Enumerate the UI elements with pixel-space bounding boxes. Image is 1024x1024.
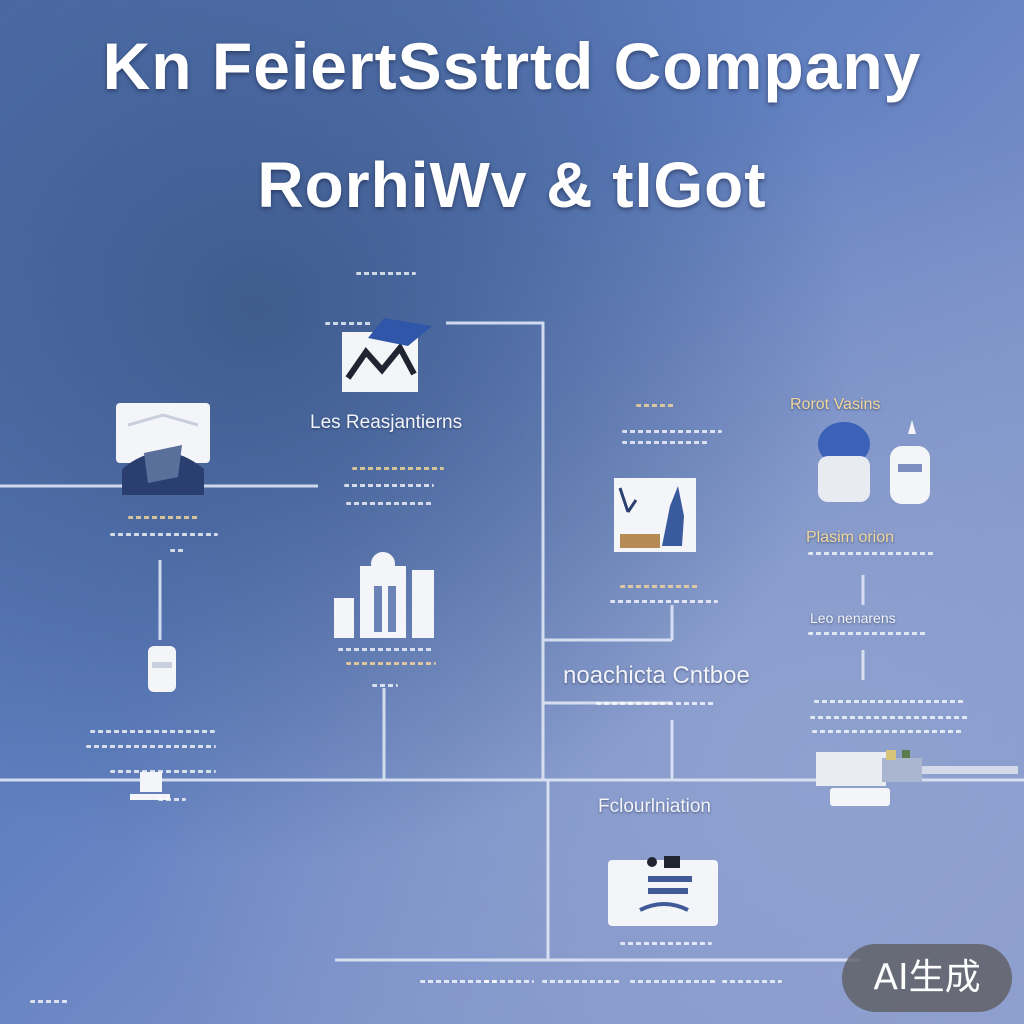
scribble-text: [610, 600, 718, 603]
scribble-text: [352, 467, 444, 470]
document-icon: [116, 403, 210, 495]
scribble-text: [810, 716, 970, 719]
scribble-text: [86, 745, 216, 748]
node-label-left: Les Reasjantierns: [310, 412, 463, 433]
frame-icon: [614, 478, 696, 552]
node-label-center: noachicta Cntboe: [563, 662, 750, 689]
scribble-text: [372, 684, 398, 687]
footer-text: [542, 980, 622, 983]
user-icon: [148, 646, 176, 692]
scribble-text: [170, 549, 184, 552]
node-label-bottom: Fclourlniation: [598, 796, 711, 817]
scribble-text: [110, 533, 218, 536]
scribble-text: [622, 441, 708, 444]
footer-text: [722, 980, 782, 983]
document-stack-icon: [608, 856, 718, 926]
footer-text: [420, 980, 496, 983]
scribble-text: [620, 585, 698, 588]
scribble-text: [346, 662, 436, 665]
scribble-text: [338, 648, 434, 651]
building-icon: [334, 552, 434, 638]
scribble-text: [814, 700, 964, 703]
footer-text: [484, 980, 534, 983]
footer-text: [630, 980, 716, 983]
scribble-text: [356, 272, 416, 275]
node-label-right-sub: Leo nenarens: [810, 610, 896, 626]
scribble-text: [622, 430, 722, 433]
monitor-icon: [130, 772, 170, 800]
ai-generated-badge: AI生成: [842, 944, 1012, 1012]
scribble-text: [812, 730, 962, 733]
scribble-text: [596, 702, 716, 705]
scribble-text: [808, 632, 928, 635]
node-label-top-right: Rorot Vasins: [790, 396, 881, 413]
footer-text: [30, 1000, 68, 1003]
chart-icon: [342, 318, 432, 392]
machine-icon: [816, 750, 1018, 806]
scribble-text: [346, 502, 432, 505]
scribble-text: [636, 404, 676, 407]
scribble-text: [110, 770, 216, 773]
page-title: Kn FeiertSstrtd Company: [102, 29, 922, 103]
scribble-text: [620, 942, 712, 945]
scribble-text: [90, 730, 215, 733]
node-label-right-mid: Plasim orion: [806, 529, 895, 546]
scribble-text: [128, 516, 200, 519]
scribble-text: [344, 484, 434, 487]
scribble-text: [325, 322, 373, 325]
people-icon: [818, 420, 930, 504]
scribble-text: [158, 798, 186, 801]
page-subtitle: RorhiWv & tIGot: [257, 149, 767, 221]
scribble-text: [808, 552, 934, 555]
